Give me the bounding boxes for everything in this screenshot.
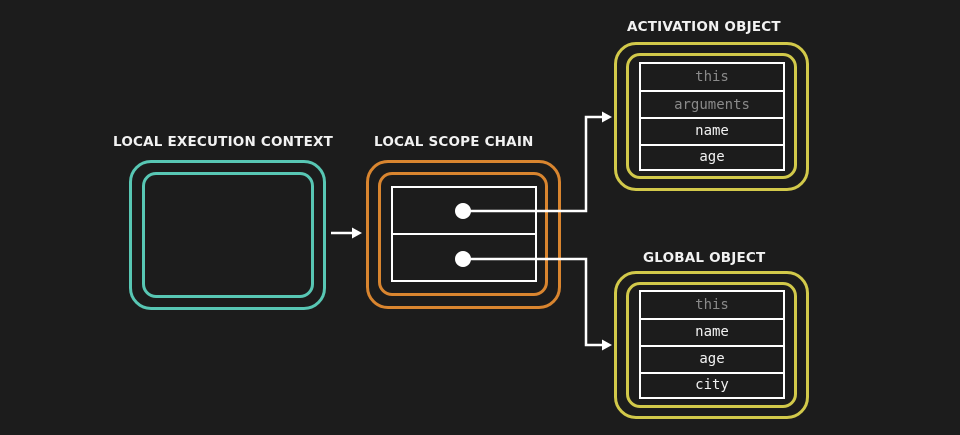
local-scope-chain-inner-box <box>378 172 548 296</box>
global-object-table: this name age city <box>639 290 785 399</box>
pointer-to-global-line <box>463 257 604 347</box>
activation-object-inner-box <box>626 53 797 179</box>
global-row-name: name <box>641 318 783 345</box>
global-row-this: this <box>695 297 729 313</box>
activation-object-table: this arguments name age <box>639 62 785 171</box>
global-row-age: age <box>641 345 783 372</box>
pointer-to-global-arrowhead <box>602 339 612 351</box>
scope-chain-table <box>391 186 537 282</box>
local-execution-context-inner-box <box>142 172 314 298</box>
scope-chain-row-divider <box>393 233 535 235</box>
local-scope-chain-box <box>366 160 561 309</box>
global-object-label: GLOBAL OBJECT <box>643 250 766 266</box>
local-execution-context-label: LOCAL EXECUTION CONTEXT <box>113 134 334 150</box>
activation-object-box <box>614 42 809 191</box>
activation-row-this: this <box>695 69 729 85</box>
local-execution-context-box <box>129 160 326 310</box>
global-object-box <box>614 271 809 419</box>
activation-row-arguments: arguments <box>641 90 783 117</box>
activation-row-age: age <box>641 144 783 169</box>
global-object-inner-box <box>626 282 797 408</box>
context-to-scope-arrowhead <box>352 227 362 239</box>
activation-object-label: ACTIVATION OBJECT <box>627 19 781 35</box>
pointer-to-activation-arrowhead <box>602 111 612 123</box>
global-row-city: city <box>641 372 783 397</box>
activation-row-name: name <box>641 117 783 144</box>
local-scope-chain-label: LOCAL SCOPE CHAIN <box>374 134 534 150</box>
pointer-to-activation-line <box>463 115 604 213</box>
